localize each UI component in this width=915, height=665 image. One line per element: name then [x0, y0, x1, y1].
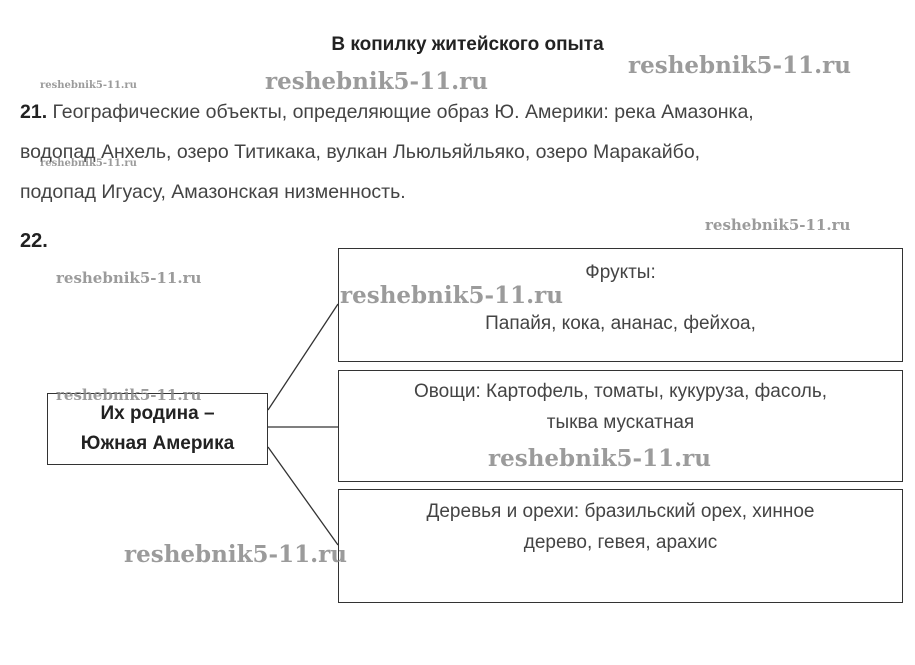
watermark: reshebnik5-11.ru — [705, 216, 851, 234]
vegetables-line-1: Овощи: Картофель, томаты, кукуруза, фасо… — [413, 381, 828, 402]
page-title: В копилку житейского опыта — [331, 34, 604, 55]
watermark: reshebnik5-11.ru — [56, 386, 202, 404]
center-box-line-2: Южная Америка — [80, 433, 235, 454]
watermark: reshebnik5-11.ru — [124, 541, 347, 568]
trees-line-2: дерево, гевея, арахис — [523, 532, 718, 553]
watermark: reshebnik5-11.ru — [40, 80, 137, 91]
trees-nuts-box: Деревья и орехи: бразильский орех, хинно… — [338, 489, 903, 603]
fruits-label: Фрукты: — [585, 262, 656, 283]
watermark: reshebnik5-11.ru — [265, 68, 488, 95]
trees-line-1: Деревья и орехи: бразильский орех, хинно… — [426, 501, 815, 522]
task-21-line-2: водопад Анхель, озеро Титикака, вулкан Л… — [20, 141, 701, 163]
task-21-number: 21. — [20, 101, 48, 123]
center-box-line-1: Их родина – — [100, 403, 215, 424]
vegetables-box: Овощи: Картофель, томаты, кукуруза, фасо… — [338, 370, 903, 482]
task-21-text: 21. Географические объекты, определяющие… — [20, 92, 900, 212]
center-box-homeland: Их родина – Южная Америка — [47, 393, 268, 465]
fruits-items: Папайя, кока, ананас, фейхоа, — [485, 313, 756, 334]
task-22-number: 22. — [20, 230, 48, 252]
connector-to-fruits — [267, 303, 339, 411]
watermark: reshebnik5-11.ru — [340, 282, 563, 309]
watermark: reshebnik5-11.ru — [488, 445, 711, 472]
fruits-box: Фрукты: Папайя, кока, ананас, фейхоа, — [338, 248, 903, 362]
vegetables-line-2: тыква мускатная — [546, 412, 695, 433]
task-21-line-3: подопад Игуасу, Амазонская низменность. — [20, 181, 406, 203]
watermark: reshebnik5-11.ru — [40, 158, 137, 169]
watermark: reshebnik5-11.ru — [628, 52, 851, 79]
task-21-line-1: Географические объекты, определяющие обр… — [47, 101, 754, 123]
watermark: reshebnik5-11.ru — [56, 269, 202, 287]
connector-to-trees — [267, 446, 339, 546]
